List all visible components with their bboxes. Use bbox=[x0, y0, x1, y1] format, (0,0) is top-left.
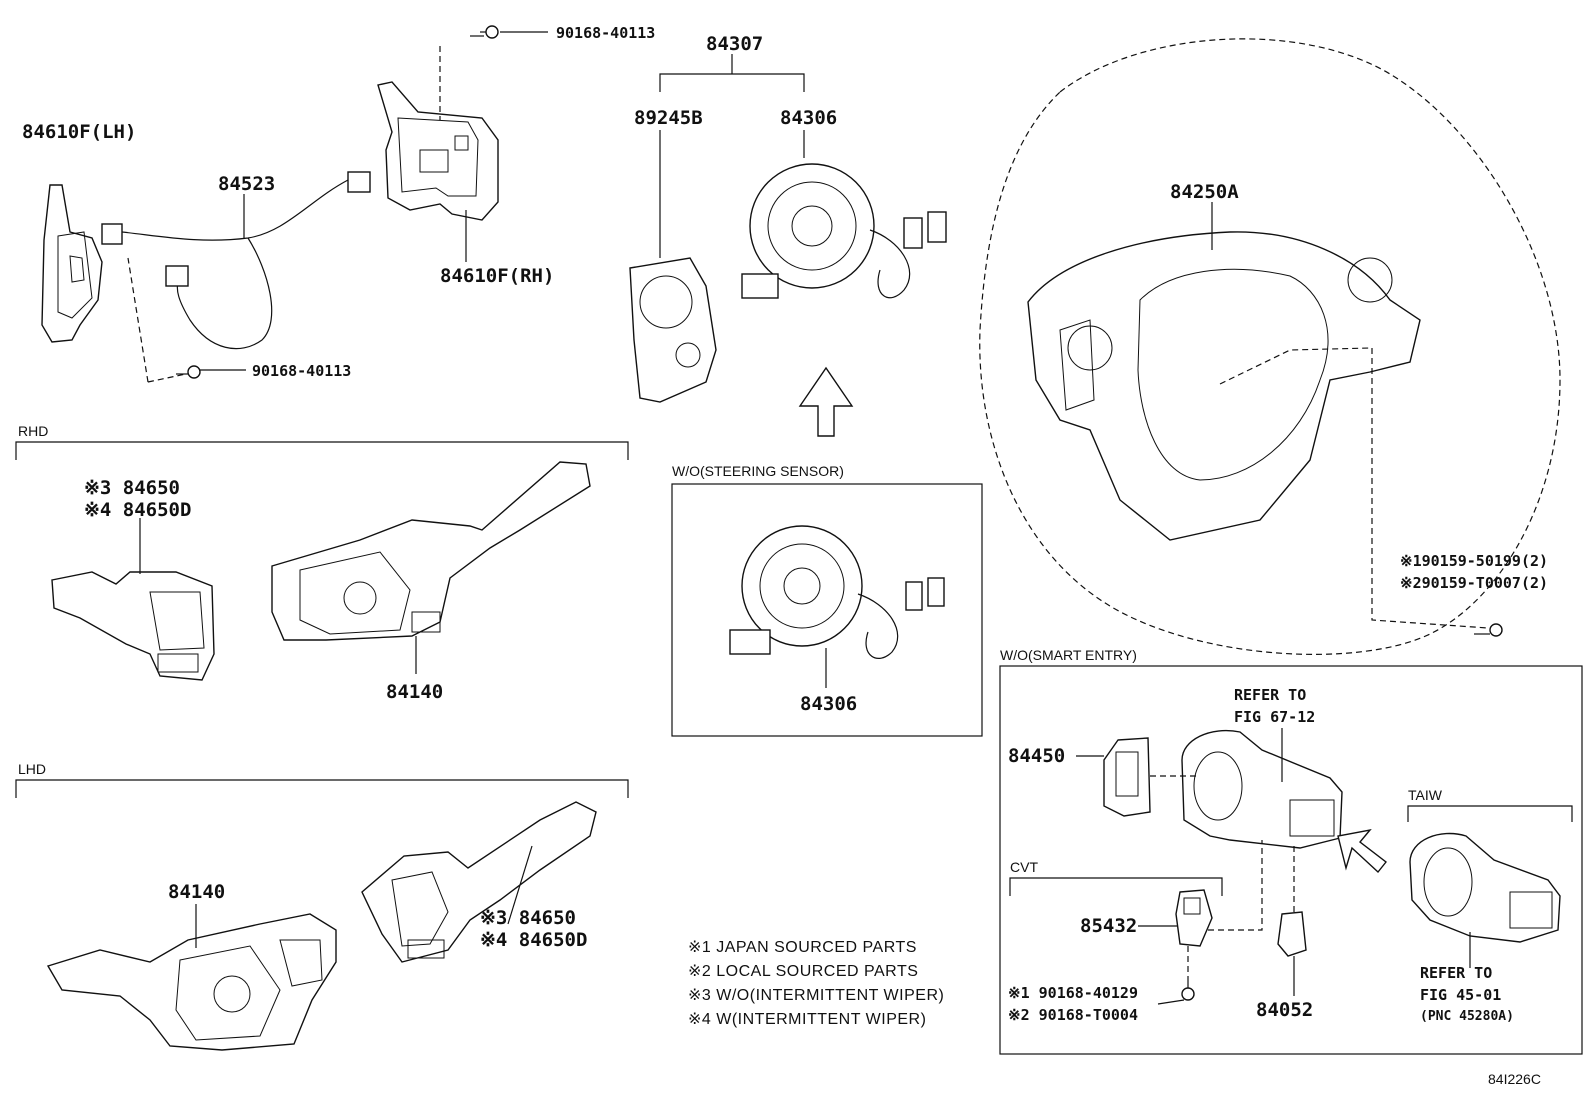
screw-lead-bottom bbox=[127, 257, 187, 383]
steering-switch-lh bbox=[41, 184, 103, 343]
label-90168-40113-bottom: 90168-40113 bbox=[252, 362, 351, 380]
bracket-cvt bbox=[1009, 877, 1223, 896]
label-refer-67-12-b: FIG 67-12 bbox=[1234, 708, 1315, 726]
box-wo-smart-entry bbox=[999, 665, 1583, 1055]
screw-90168-40129 bbox=[1181, 976, 1195, 1001]
lead-85432 bbox=[1198, 840, 1263, 931]
steering-switch-rh bbox=[377, 81, 499, 221]
wire-harness-84523 bbox=[101, 171, 371, 350]
note-1: ※1 JAPAN SOURCED PARTS bbox=[688, 939, 917, 956]
label-89245b: 89245B bbox=[634, 107, 703, 129]
label-84140-lhd: 84140 bbox=[168, 881, 225, 903]
bracket-lhd bbox=[15, 779, 629, 798]
note-3: ※3 W/O(INTERMITTENT WIPER) bbox=[688, 987, 944, 1004]
part-84450 bbox=[1103, 737, 1151, 817]
label-84307: 84307 bbox=[706, 33, 763, 55]
part-85432 bbox=[1175, 889, 1213, 947]
bracket-rhd bbox=[15, 441, 629, 460]
part-84052 bbox=[1277, 911, 1307, 957]
label-90159-t0007: ※290159-T0007(2) bbox=[1400, 574, 1548, 592]
screw-90168-40113-top bbox=[470, 25, 499, 39]
spiral-cable-84306 bbox=[741, 163, 947, 299]
label-84650d-rhd: ※4 84650D bbox=[84, 499, 191, 521]
steering-sensor-89245b bbox=[629, 257, 717, 403]
label-84052: 84052 bbox=[1256, 999, 1313, 1021]
bracket-84307 bbox=[659, 54, 805, 92]
label-refer-45-01-b: FIG 45-01 bbox=[1420, 986, 1501, 1004]
section-lhd: LHD bbox=[18, 761, 46, 777]
figure-code: 84I226C bbox=[1488, 1071, 1541, 1087]
ignition-lock-cylinder-taiw bbox=[1409, 832, 1561, 943]
leader-90168-40129 bbox=[1157, 999, 1185, 1005]
section-wo-smart-entry: W/O(SMART ENTRY) bbox=[1000, 647, 1137, 663]
label-90168-40129: ※1 90168-40129 bbox=[1008, 984, 1138, 1002]
combination-switch-84140-rhd bbox=[271, 461, 591, 641]
label-90159-50199: ※190159-50199(2) bbox=[1400, 552, 1548, 570]
label-84650d-lhd: ※4 84650D bbox=[480, 929, 587, 951]
label-84140-rhd: 84140 bbox=[386, 681, 443, 703]
label-84450: 84450 bbox=[1008, 745, 1065, 767]
label-84306-box: 84306 bbox=[800, 693, 857, 715]
bracket-taiw bbox=[1407, 805, 1573, 822]
label-84650-rhd: ※3 84650 bbox=[84, 477, 180, 499]
section-wo-steering-sensor: W/O(STEERING SENSOR) bbox=[672, 463, 844, 479]
screw-lead-90159 bbox=[1371, 348, 1489, 629]
label-84306-top: 84306 bbox=[780, 107, 837, 129]
note-2: ※2 LOCAL SOURCED PARTS bbox=[688, 963, 918, 980]
section-rhd: RHD bbox=[18, 423, 48, 439]
steering-wheel-84250a bbox=[1027, 231, 1421, 541]
section-cvt: CVT bbox=[1010, 859, 1038, 875]
note-4: ※4 W(INTERMITTENT WIPER) bbox=[688, 1011, 926, 1028]
combination-switch-84140-lhd bbox=[46, 913, 337, 1051]
label-90168-t0004: ※2 90168-T0004 bbox=[1008, 1006, 1138, 1024]
spiral-cable-84306-variant bbox=[729, 525, 945, 659]
label-refer-45-01-c: (PNC 45280A) bbox=[1420, 1009, 1514, 1024]
switch-84650-lhd bbox=[361, 801, 597, 963]
steering-wheel-outline bbox=[979, 38, 1561, 655]
label-84610f-lh: 84610F(LH) bbox=[22, 121, 136, 143]
label-refer-67-12-a: REFER TO bbox=[1234, 686, 1306, 704]
box-wo-steering-sensor bbox=[671, 483, 983, 737]
arrow-left bbox=[1337, 828, 1387, 874]
label-85432: 85432 bbox=[1080, 915, 1137, 937]
label-84523: 84523 bbox=[218, 173, 275, 195]
screw-lead-90159b bbox=[1219, 347, 1371, 385]
label-84250a: 84250A bbox=[1170, 181, 1239, 203]
switch-84650-rhd bbox=[51, 571, 215, 681]
label-84610f-rh: 84610F(RH) bbox=[440, 265, 554, 287]
label-90168-40113-top: 90168-40113 bbox=[556, 24, 655, 42]
label-84650-lhd: ※3 84650 bbox=[480, 907, 576, 929]
ignition-lock-cylinder bbox=[1181, 729, 1343, 849]
leader-84650-lhd bbox=[507, 845, 533, 925]
section-taiw: TAIW bbox=[1408, 787, 1443, 803]
label-refer-45-01-a: REFER TO bbox=[1420, 964, 1492, 982]
screw-90168-40113-bottom bbox=[176, 365, 201, 379]
screw-90159 bbox=[1474, 623, 1503, 637]
arrow-up bbox=[798, 366, 854, 437]
